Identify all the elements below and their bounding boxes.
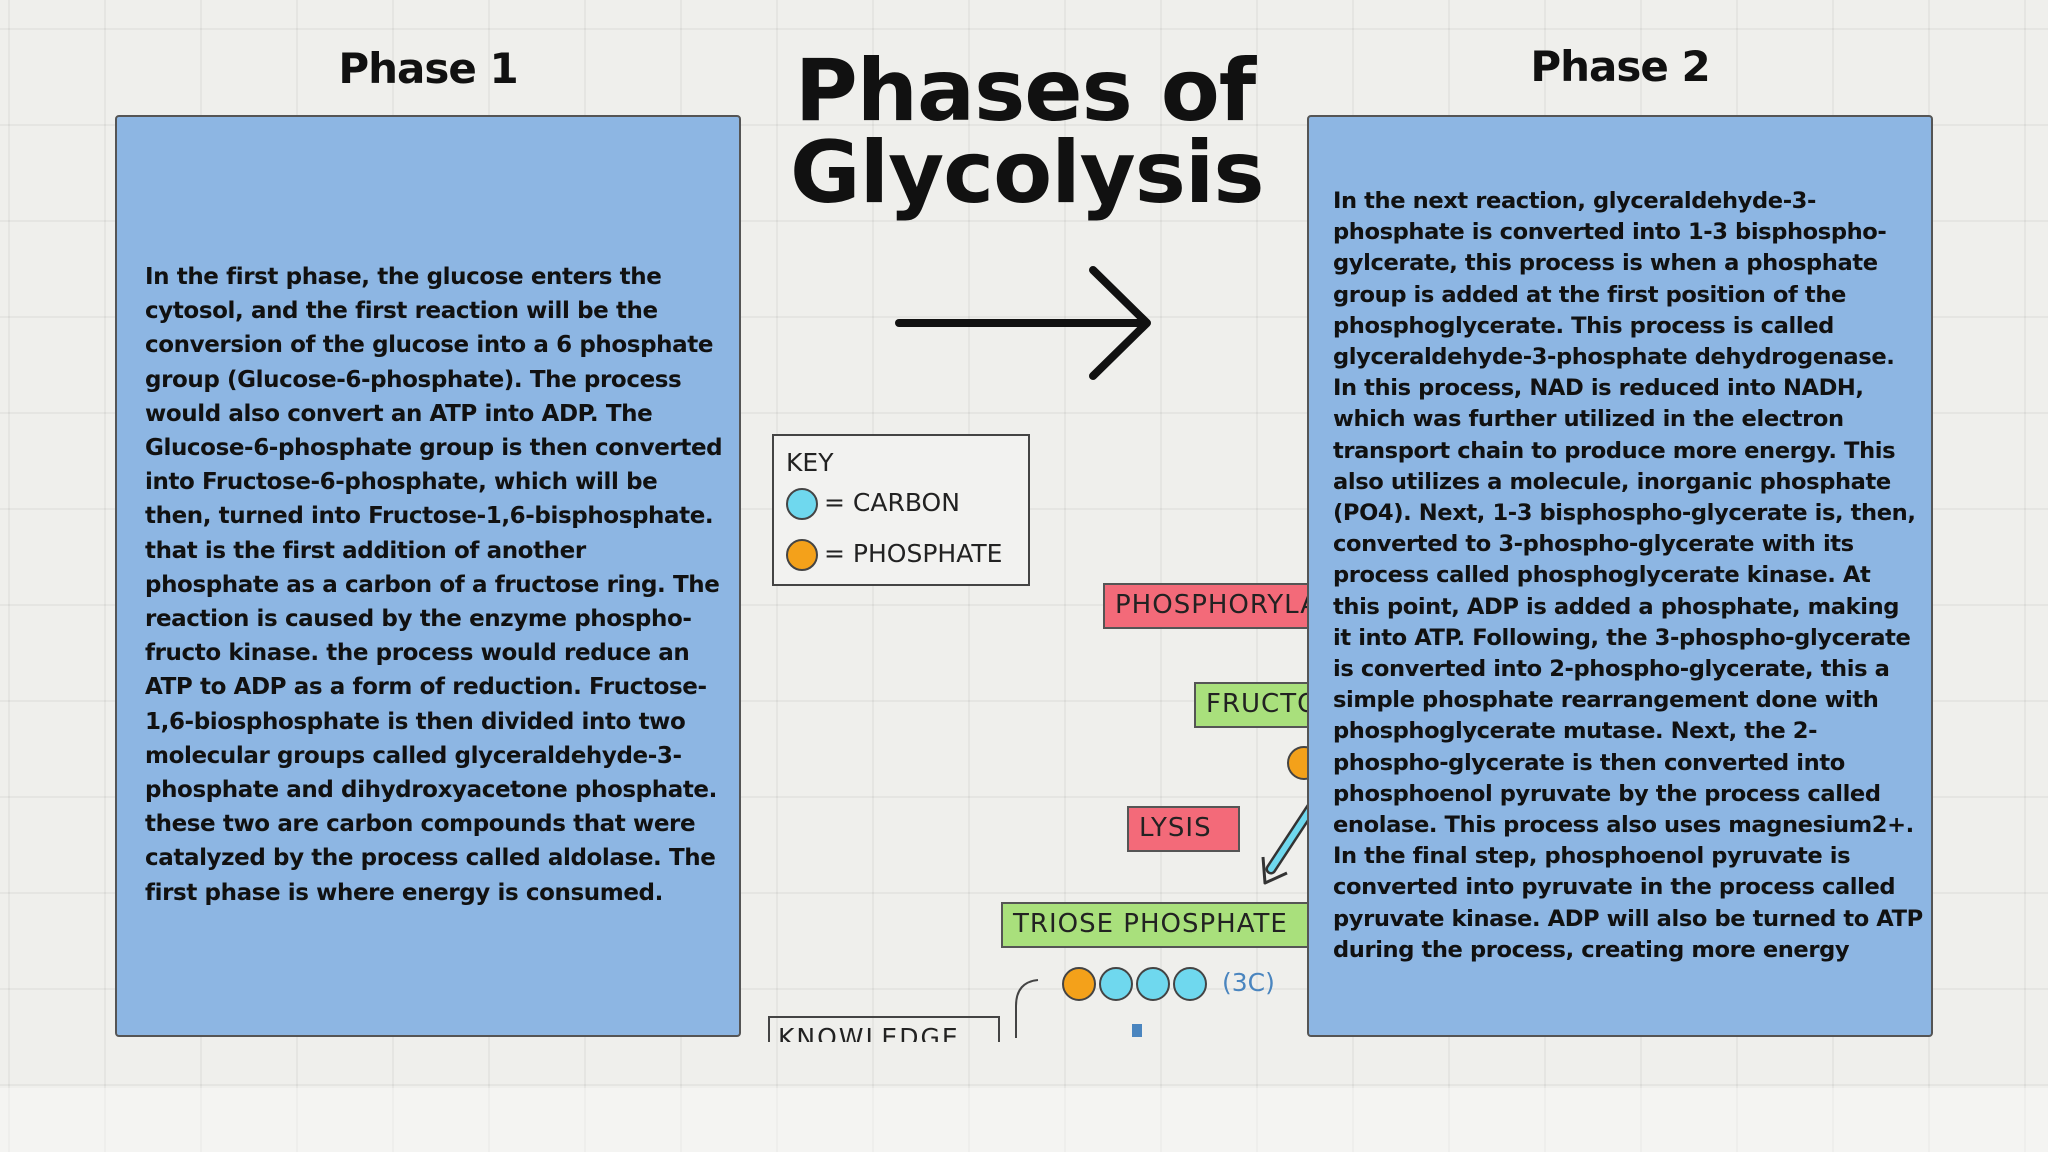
key-row-phosphate: = PHOSPHATE: [786, 535, 1002, 573]
phase2-panel: [1307, 115, 1933, 1037]
page-title: Phases of Glycolysis: [790, 41, 1265, 223]
label-triose-phosphate: TRIOSE PHOSPHATE: [1001, 902, 1323, 948]
bracket-line: [1015, 979, 1039, 1038]
key-legend: KEY = CARBON = PHOSPHATE: [772, 434, 1030, 586]
label-phosphorylation: PHOSPHORYLA: [1103, 583, 1323, 629]
key-carbon-label: = CARBON: [824, 488, 960, 517]
carbon-dot-icon: [1099, 967, 1133, 1001]
molecule-carbon-count: (3C): [1222, 968, 1275, 997]
label-lysis: LYSIS: [1127, 806, 1240, 852]
carbon-dot-icon: [786, 488, 818, 520]
knowledge-box: KNOWLEDGE: [768, 1016, 1000, 1042]
key-row-carbon: = CARBON: [786, 484, 960, 522]
arrow-right-icon: [895, 266, 1151, 380]
phase2-heading: Phase 2: [1530, 42, 1710, 91]
label-fructose: FRUCTO: [1194, 682, 1323, 728]
phase2-text: In the next reaction, glyceraldehyde-3-p…: [1333, 188, 1923, 963]
carbon-dot-icon: [1136, 967, 1170, 1001]
key-title: KEY: [786, 448, 834, 477]
phosphate-dot-icon: [1062, 967, 1096, 1001]
phosphate-dot-icon: [786, 539, 818, 571]
phase1-panel: [115, 115, 741, 1037]
phase1-text: In the first phase, the glucose enters t…: [145, 264, 723, 906]
carbon-dot-icon: [1173, 967, 1207, 1001]
phase1-heading: Phase 1: [338, 44, 518, 93]
slide-bottom-strip: [0, 1088, 2048, 1152]
key-phosphate-label: = PHOSPHATE: [824, 539, 1003, 568]
connector-stub: [1132, 1024, 1142, 1037]
